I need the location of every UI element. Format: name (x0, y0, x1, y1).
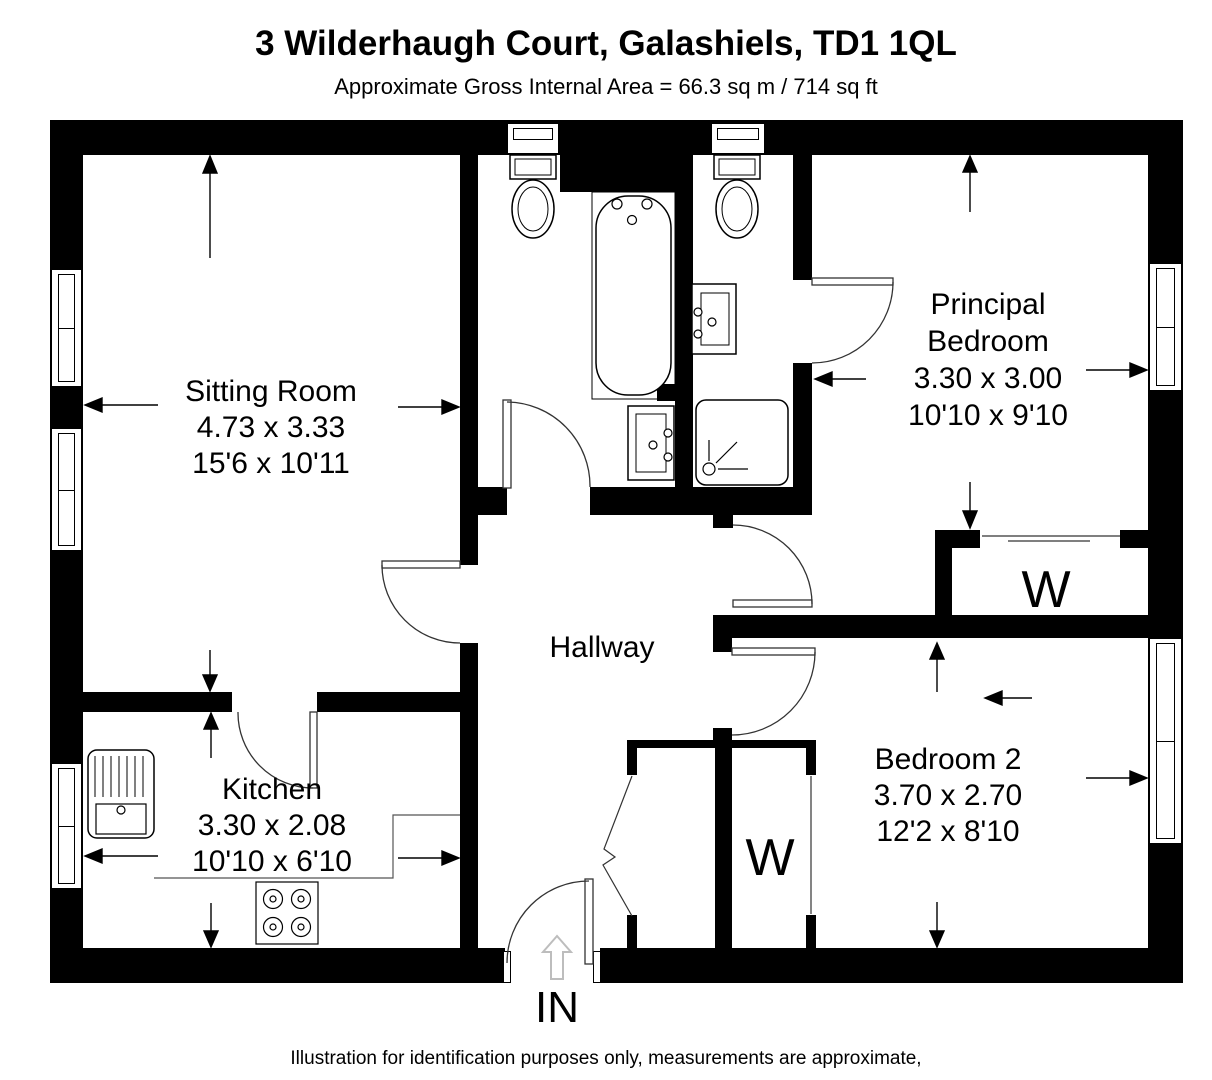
wall-closet-stub-3 (806, 748, 816, 775)
cistern-ensuite (710, 122, 766, 155)
entrance-in-text: IN (535, 983, 579, 1032)
bathtub-icon (591, 191, 676, 401)
principal-bedroom-name-2: Bedroom (927, 325, 1049, 358)
bifold-door-hall-closet (602, 775, 633, 917)
label-hallway: Hallway (452, 630, 752, 666)
window-bedroom-2 (1148, 637, 1183, 845)
page-title: 3 Wilderhaugh Court, Galashiels, TD1 1QL (0, 24, 1212, 64)
principal-bedroom-imperial: 10'10 x 9'10 (908, 399, 1068, 432)
wall-bedroom2-door-stub-upper (713, 638, 732, 652)
kitchen-counter-edge (154, 814, 460, 879)
basin-icon-ensuite (691, 283, 737, 355)
label-wardrobe-principal: W (996, 562, 1096, 618)
wardrobe-hall-text: W (745, 829, 795, 887)
area-subtitle: Approximate Gross Internal Area = 66.3 s… (0, 74, 1212, 100)
wall-closet-stub-4 (806, 915, 816, 948)
kitchen-name: Kitchen (221, 773, 323, 806)
wall-ensuite-right-lower (793, 363, 812, 487)
footer-disclaimer: Illustration for identification purposes… (0, 1048, 1212, 1070)
wall-wardrobe1-top-right (1120, 530, 1182, 548)
wall-sittingroom-right-lower (460, 643, 478, 948)
wall-closet-stub-1 (627, 748, 637, 775)
cistern-bathroom (506, 122, 560, 155)
dimension-arrows (83, 154, 1149, 949)
hob-icon (255, 881, 319, 945)
basin-icon-bathroom (627, 405, 675, 481)
shower-icon (695, 399, 789, 486)
label-bedroom-2: Bedroom 2 3.70 x 2.70 12'2 x 8'10 (798, 742, 1098, 850)
subtitle-text: Approximate Gross Internal Area = 66.3 s… (334, 74, 878, 99)
principal-bedroom-metric: 3.30 x 3.00 (913, 362, 1063, 395)
wall-bathroom-bottom-right (590, 487, 812, 515)
door-kitchen (237, 711, 318, 789)
window-principal-bedroom (1148, 262, 1183, 392)
door-bedroom-2 (731, 647, 816, 736)
label-sitting-room: Sitting Room 4.73 x 3.33 15'6 x 10'11 (121, 374, 421, 482)
door-sitting-room (381, 560, 461, 644)
wall-closet-top (627, 740, 816, 748)
footer-text: Illustration for identification purposes… (290, 1048, 922, 1069)
label-wardrobe-hall: W (720, 830, 820, 886)
wall-bedroom2-top (713, 615, 1183, 638)
door-principal-bedroom (732, 524, 813, 608)
entrance-in-arrow-icon (540, 934, 574, 980)
wall-bathroom-ensuite-divider (675, 192, 693, 487)
door-entrance (506, 878, 594, 965)
entrance-jamb-right (593, 951, 601, 983)
kitchen-imperial: 10'10 x 6'10 (192, 845, 352, 878)
wall-closet-stub-2 (627, 915, 637, 948)
wall-ensuite-right-upper (793, 155, 812, 280)
wall-bathroom-bottom-left (478, 487, 507, 515)
wall-bedroom-nook-stub (713, 515, 733, 528)
window-sitting-room-1 (50, 268, 83, 388)
label-kitchen: Kitchen 3.30 x 2.08 10'10 x 6'10 (122, 772, 422, 880)
wall-exterior-top (50, 120, 1183, 155)
wall-kitchen-top-right (317, 692, 460, 712)
entrance-jamb-left (503, 951, 511, 983)
sliding-door-wardrobe-principal (982, 535, 1120, 542)
label-principal-bedroom: Principal Bedroom 3.30 x 3.00 10'10 x 9'… (838, 286, 1138, 434)
toilet-icon-ensuite (713, 154, 761, 239)
sitting-room-name: Sitting Room (185, 375, 357, 408)
title-text: 3 Wilderhaugh Court, Galashiels, TD1 1QL (255, 24, 957, 63)
door-bathroom (502, 399, 591, 489)
wall-bath-header (560, 155, 693, 192)
bedroom-2-name: Bedroom 2 (874, 743, 1022, 776)
wall-closet-divider (715, 748, 732, 948)
bedroom-2-metric: 3.70 x 2.70 (873, 779, 1023, 812)
hallway-name: Hallway (549, 631, 655, 664)
toilet-icon-bathroom (509, 154, 557, 239)
window-kitchen (50, 762, 83, 890)
principal-bedroom-name-1: Principal (930, 288, 1046, 321)
door-ensuite (811, 277, 894, 364)
wall-exterior-bottom-left (50, 948, 505, 983)
wardrobe-principal-text: W (1021, 561, 1071, 619)
wall-sittingroom-right-upper (460, 155, 478, 565)
label-entrance-in: IN (482, 984, 632, 1032)
wall-exterior-bottom-right (600, 948, 1183, 983)
kitchen-sink-icon (87, 749, 155, 839)
sitting-room-imperial: 15'6 x 10'11 (192, 447, 350, 480)
sitting-room-metric: 4.73 x 3.33 (196, 411, 346, 444)
kitchen-metric: 3.30 x 2.08 (197, 809, 347, 842)
wall-wardrobe1-left (935, 530, 952, 615)
doors (237, 277, 894, 965)
wall-kitchen-top-left (83, 692, 232, 712)
bedroom-2-imperial: 12'2 x 8'10 (876, 815, 1020, 848)
window-sitting-room-2 (50, 427, 83, 552)
